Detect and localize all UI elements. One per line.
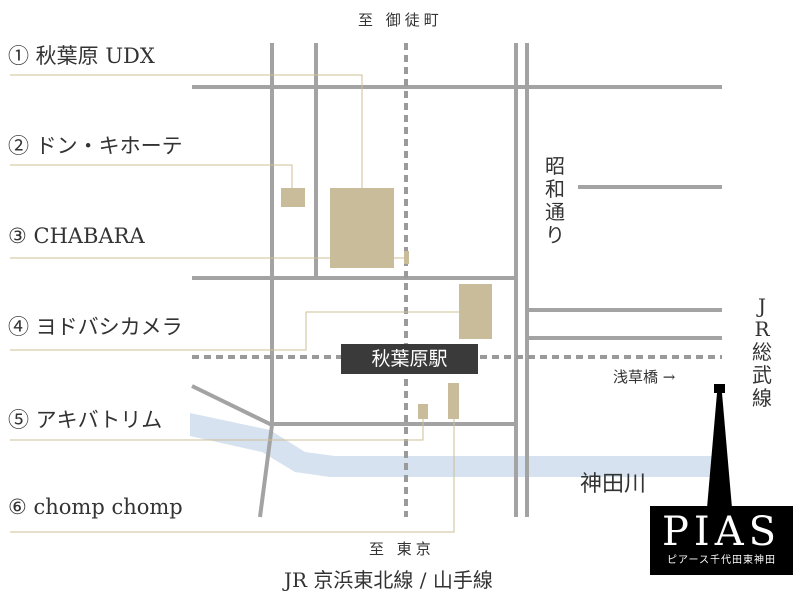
sobu-line-char: 武 (752, 363, 772, 387)
leader-6 (10, 419, 455, 533)
building-yodobashi (459, 284, 492, 339)
pias-logo-text: PIAS (661, 509, 781, 555)
leader-5 (10, 419, 424, 441)
leader-4 (10, 311, 460, 351)
road-network (191, 43, 722, 518)
asakusabashi-label: 浅草橋 → (613, 368, 676, 386)
legend-item-donki: ② ドン・キホーテ (8, 134, 183, 158)
legend-item-udx: ① 秋葉原 UDX (8, 44, 155, 68)
pias-pointer (707, 393, 732, 508)
kanda-river-label: 神田川 (580, 472, 647, 497)
showa-dori-label: 昭 和 通 り (544, 155, 566, 247)
legend-item-chomp: ⑥ chomp chomp (8, 495, 183, 519)
pias-marker (714, 384, 725, 393)
building-chabara (404, 251, 409, 264)
showa-dori-char: 和 (545, 177, 565, 201)
sobu-line-char: R (754, 317, 770, 341)
pias-logo: PIAS ピアース千代田東神田 (650, 506, 793, 575)
showa-dori-char: 通 (545, 200, 565, 224)
road-diagonal (191, 384, 273, 427)
leader-2 (10, 164, 293, 188)
legend-item-yodobashi: ④ ヨドバシカメラ (8, 315, 183, 339)
keihin-yamanote-label: JR 京浜東北線 / 山手線 (284, 568, 493, 592)
sobu-line-char: 線 (752, 386, 772, 410)
legend-item-chabara: ③ CHABARA (8, 224, 145, 248)
building-chomp (448, 383, 459, 419)
showa-dori-char: 昭 (545, 154, 565, 178)
sobu-line-char: 総 (752, 340, 772, 364)
building-akibatrim (418, 404, 428, 419)
building-udx (330, 188, 394, 268)
pias-subtitle: ピアース千代田東神田 (667, 555, 776, 566)
sobu-line-char: J (757, 294, 767, 318)
building-donki (281, 188, 305, 207)
buildings (281, 188, 492, 419)
leader-1 (10, 74, 363, 188)
north-destination: 至 御徒町 (358, 11, 443, 29)
akihabara-station-label: 秋葉原駅 (341, 344, 478, 374)
kanda-river (190, 413, 720, 477)
south-destination: 至 東京 (369, 540, 435, 558)
legend-item-akibatrim: ⑤ アキバトリム (8, 408, 163, 432)
showa-dori-char: り (545, 223, 565, 247)
sobu-line-label: J R 総 武 線 (751, 295, 773, 410)
